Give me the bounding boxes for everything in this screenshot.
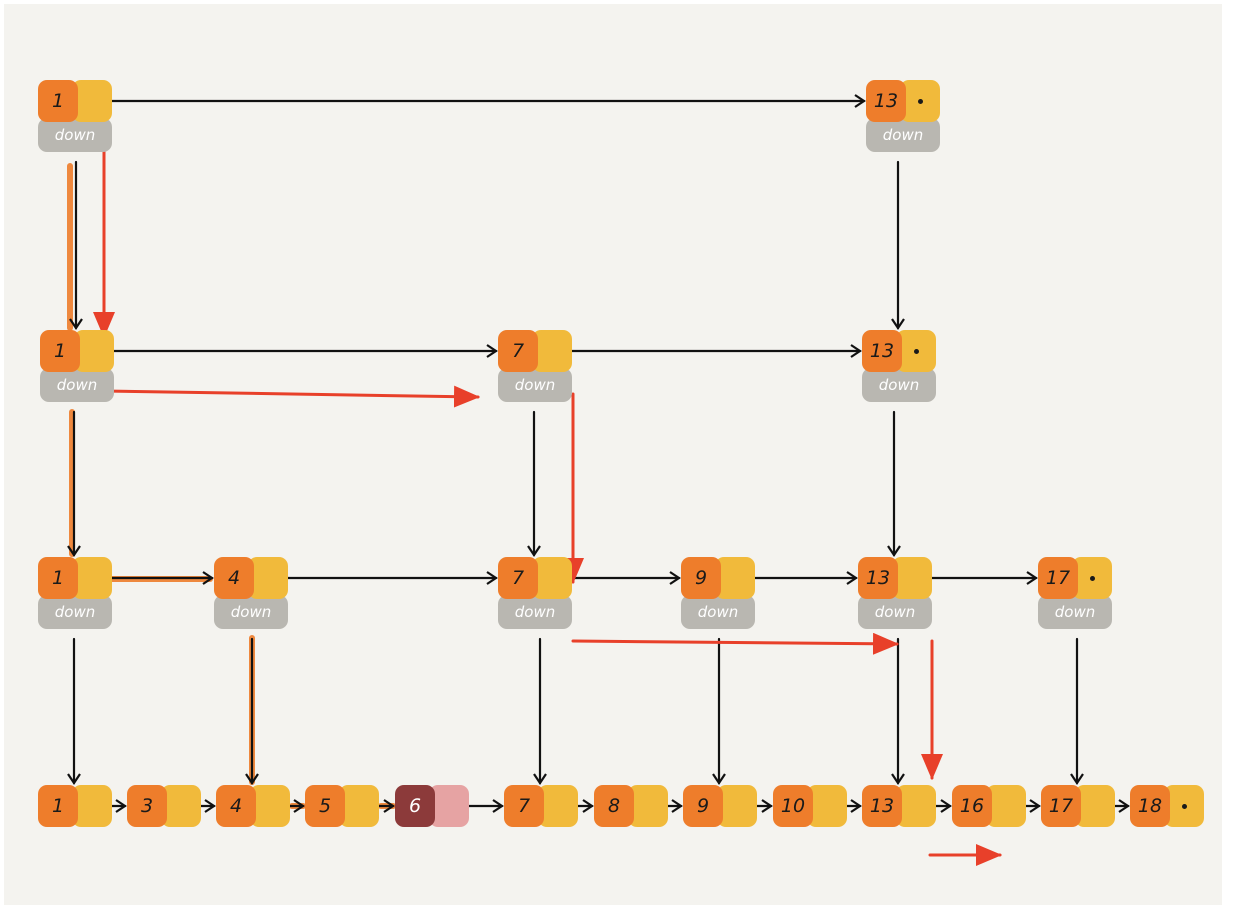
node-key: 10 — [773, 785, 813, 827]
null-pointer-icon — [913, 348, 919, 354]
node-next-pointer — [807, 785, 847, 827]
node-next-pointer — [1075, 785, 1115, 827]
node-next-pointer — [74, 330, 114, 372]
node-key: 16 — [952, 785, 992, 827]
node-down-pointer: down — [866, 118, 940, 152]
node-next-pointer — [986, 785, 1026, 827]
node-down-pointer: down — [38, 118, 112, 152]
node-next-pointer — [532, 557, 572, 599]
node-next-pointer — [161, 785, 201, 827]
node-key: 7 — [498, 557, 538, 599]
node-next-pointer — [715, 557, 755, 599]
null-pointer-icon — [1181, 803, 1187, 809]
node-key: 9 — [683, 785, 723, 827]
node-next-pointer — [429, 785, 469, 827]
node-down-pointer: down — [38, 595, 112, 629]
node-next-pointer — [72, 80, 112, 122]
node-next-pointer — [538, 785, 578, 827]
node-next-pointer — [900, 80, 940, 122]
node-key: 8 — [594, 785, 634, 827]
node-down-pointer: down — [498, 595, 572, 629]
node-down-pointer: down — [1038, 595, 1112, 629]
node-key: 17 — [1038, 557, 1078, 599]
node-key: 4 — [214, 557, 254, 599]
node-key: 4 — [216, 785, 256, 827]
node-down-pointer: down — [862, 368, 936, 402]
search-path-arrow — [571, 632, 899, 655]
node-key: 1 — [38, 557, 78, 599]
node-key: 18 — [1130, 785, 1170, 827]
node-next-pointer — [72, 785, 112, 827]
node-key: 7 — [498, 330, 538, 372]
node-down-pointer: down — [40, 368, 114, 402]
node-down-pointer: down — [498, 368, 572, 402]
node-next-pointer — [628, 785, 668, 827]
node-down-pointer: down — [681, 595, 755, 629]
node-next-pointer — [717, 785, 757, 827]
node-next-pointer — [72, 557, 112, 599]
node-next-pointer — [892, 557, 932, 599]
node-key: 13 — [866, 80, 906, 122]
node-key: 13 — [862, 785, 902, 827]
node-key: 13 — [858, 557, 898, 599]
node-next-pointer — [339, 785, 379, 827]
node-next-pointer — [896, 330, 936, 372]
node-next-pointer — [1072, 557, 1112, 599]
node-key: 1 — [38, 80, 78, 122]
node-key: 7 — [504, 785, 544, 827]
node-key: 3 — [127, 785, 167, 827]
node-key: 9 — [681, 557, 721, 599]
node-key: 6 — [395, 785, 435, 827]
node-next-pointer — [1164, 785, 1204, 827]
node-next-pointer — [532, 330, 572, 372]
node-key: 13 — [862, 330, 902, 372]
arrow-layer — [67, 94, 1130, 866]
null-pointer-icon — [917, 98, 923, 104]
node-down-pointer: down — [858, 595, 932, 629]
node-key: 5 — [305, 785, 345, 827]
node-key: 1 — [38, 785, 78, 827]
null-pointer-icon — [1089, 575, 1095, 581]
search-path-arrow — [102, 385, 480, 408]
node-next-pointer — [250, 785, 290, 827]
node-key: 17 — [1041, 785, 1081, 827]
node-down-pointer: down — [214, 595, 288, 629]
node-next-pointer — [896, 785, 936, 827]
node-key: 1 — [40, 330, 80, 372]
node-next-pointer — [248, 557, 288, 599]
